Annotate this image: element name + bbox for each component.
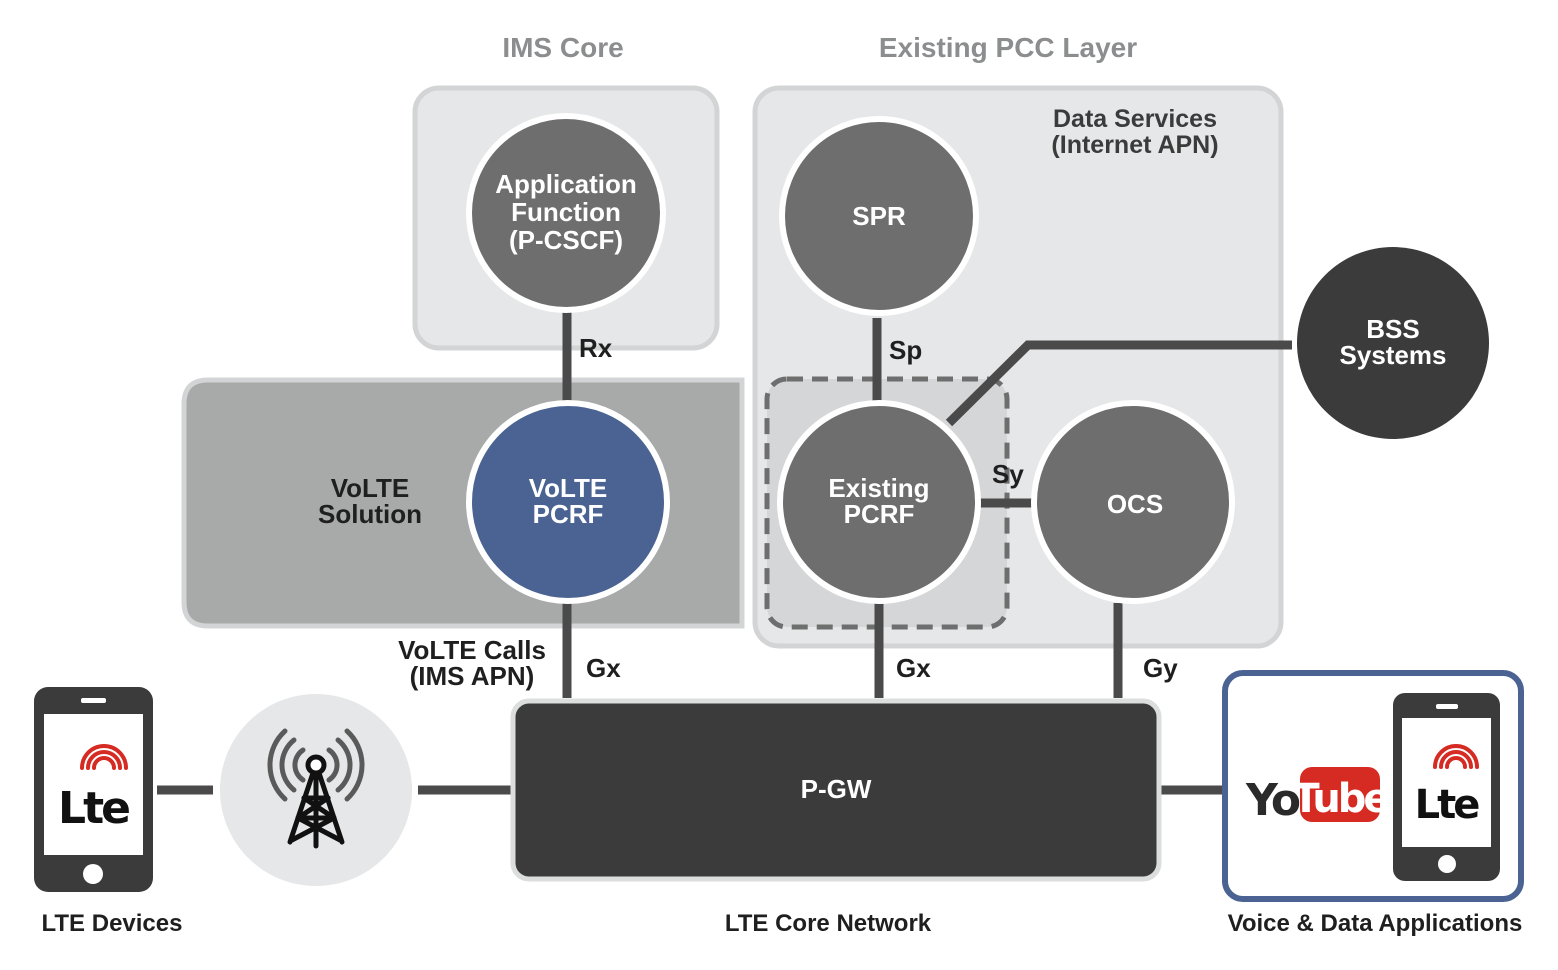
existing-pcrf-label-line2: PCRF [844,499,915,529]
app-lte-logo-text: Lte [1415,782,1480,828]
app-phone-icon: Lte [1393,693,1500,881]
volte-pcrf-label-line1: VoLTE [529,473,607,503]
spr-node [779,116,979,316]
volte-pcrf-label-line2: PCRF [533,499,604,529]
gy-label: Gy [1143,653,1178,683]
bss-label-line2: Systems [1340,340,1447,370]
gx-volte-label: Gx [586,653,621,683]
voice-data-applications-label: Voice & Data Applications [1228,910,1523,937]
internet-apn-label: (Internet APN) [1051,131,1218,159]
existing-pcc-header: Existing PCC Layer [879,32,1137,63]
sp-label: Sp [889,335,922,365]
sy-label: Sy [992,459,1024,489]
lte-devices-label: LTE Devices [42,910,183,937]
volte-solution-line1: VoLTE [331,473,409,503]
af-label-line1: Application [495,169,637,199]
existing-pcrf-node [777,400,981,604]
spr-label: SPR [852,201,906,231]
volte-calls-line1: VoLTE Calls [398,635,546,665]
bss-link [945,340,1292,427]
youtube-logo: You Tube [1245,767,1392,826]
bss-systems-node [1297,247,1489,439]
bss-label-line1: BSS [1366,314,1419,344]
ocs-label: OCS [1107,489,1163,519]
ocs-node [1031,400,1235,604]
gx-existing-label: Gx [896,653,931,683]
volte-pcrf-node [466,400,670,604]
ims-core-header: IMS Core [502,32,623,63]
pgw-label: P-GW [801,774,872,804]
af-label-line3: (P-CSCF) [509,225,623,255]
lte-device-icon: Lte [34,687,153,892]
existing-pcrf-label-line1: Existing [828,473,929,503]
lte-logo-text: Lte [58,783,129,834]
cell-tower-icon [220,694,412,886]
application-function-node [466,113,666,313]
af-label-line2: Function [511,197,621,227]
pgw-node [510,698,1162,882]
youtube-tube-text: Tube [1292,776,1389,822]
volte-calls-line2: (IMS APN) [410,661,535,691]
volte-solution-line2: Solution [318,499,422,529]
lte-core-network-label: LTE Core Network [725,910,932,937]
data-services-label: Data Services [1053,105,1217,133]
rx-label: Rx [579,333,613,363]
